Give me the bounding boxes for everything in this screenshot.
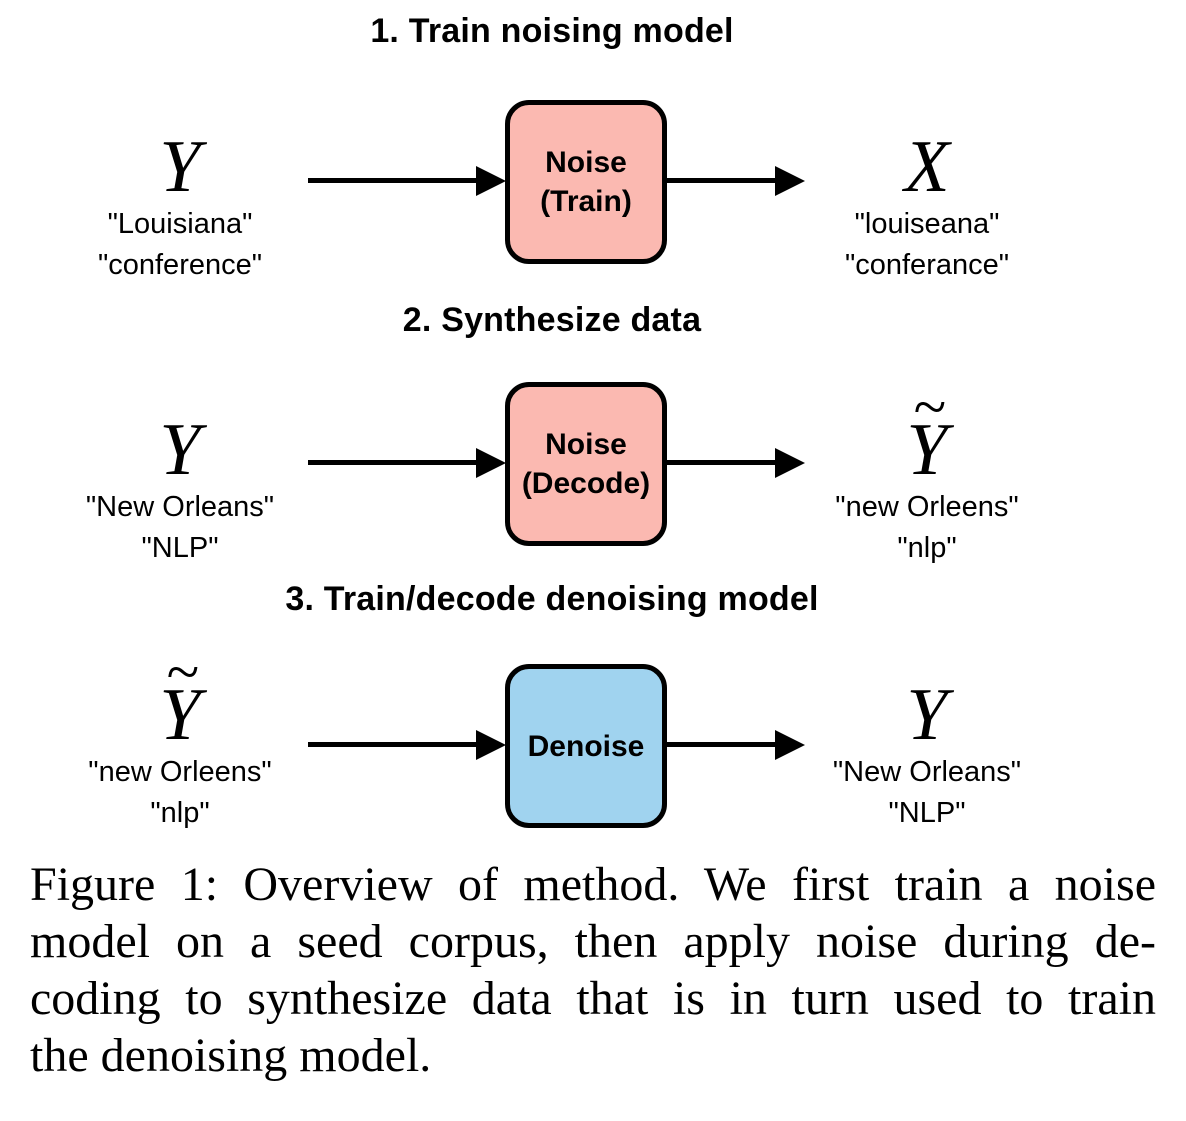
box-label-line-2: (Decode): [521, 467, 651, 500]
stage-3-output-node: Y "New Orleans" "NLP": [777, 678, 1077, 834]
caption-line: model on a seed corpus, then apply noise…: [30, 915, 1156, 968]
arrow-input-to-noise-train: [308, 178, 476, 183]
stage-1-input-node: Y "Louisiana" "conference": [30, 130, 330, 286]
stage-1-title: 1. Train noising model: [370, 12, 734, 50]
box-label-line-2: (Train): [540, 185, 632, 218]
arrow-noise-train-to-output: [667, 178, 775, 183]
arrow-denoise-to-output: [667, 742, 775, 747]
noise-train-box: Noise (Train): [505, 100, 667, 264]
input-word-2: "conference": [97, 249, 263, 281]
output-word-1: "louiseana": [854, 208, 1000, 240]
math-symbol-Y-tilde: ~Y: [159, 639, 201, 756]
output-word-1: "New Orleans": [832, 756, 1022, 788]
output-word-2: "nlp": [897, 532, 957, 564]
box-label-line-1: Denoise: [527, 729, 645, 763]
box-label-line-1: Noise: [545, 428, 627, 461]
math-symbol-Y: Y: [159, 126, 201, 208]
math-symbol-X: X: [904, 126, 950, 208]
output-word-2: "conferance": [844, 249, 1010, 281]
arrow-input-to-denoise: [308, 742, 476, 747]
stage-3-title: 3. Train/decode denoising model: [285, 580, 819, 618]
tilde-accent: ~: [165, 639, 199, 705]
stage-1-output-node: X "louiseana" "conferance": [777, 130, 1077, 286]
denoise-box: Denoise: [505, 664, 667, 828]
stage-2-input-node: Y "New Orleans" "NLP": [30, 413, 330, 569]
math-symbol-Y: Y: [159, 409, 201, 491]
output-word-1: "new Orleens": [835, 491, 1019, 523]
box-label-line-1: Noise: [545, 146, 627, 179]
input-word-2: "NLP": [141, 532, 219, 564]
input-word-2: "nlp": [150, 797, 210, 829]
input-word-1: "Louisiana": [107, 208, 253, 240]
arrow-noise-decode-to-output: [667, 460, 775, 465]
arrow-input-to-noise-decode: [308, 460, 476, 465]
math-symbol-Y-tilde: ~Y: [906, 374, 948, 491]
input-word-1: "new Orleens": [88, 756, 272, 788]
figure-caption: Figure 1: Overview of method. We first t…: [30, 856, 1156, 1084]
stage-2-title: 2. Synthesize data: [402, 301, 702, 339]
stage-3-input-node: ~Y "new Orleens" "nlp": [30, 639, 330, 834]
math-symbol-Y: Y: [906, 674, 948, 756]
tilde-accent: ~: [912, 374, 946, 440]
noise-decode-box: Noise (Decode): [505, 382, 667, 546]
input-word-1: "New Orleans": [85, 491, 275, 523]
caption-line: coding to synthesize data that is in tur…: [30, 972, 1156, 1025]
caption-line: Figure 1: Overview of method. We first t…: [30, 858, 1156, 911]
stage-2-output-node: ~Y "new Orleens" "nlp": [777, 374, 1077, 569]
output-word-2: "NLP": [888, 797, 966, 829]
caption-line: the denoising model.: [30, 1029, 432, 1082]
